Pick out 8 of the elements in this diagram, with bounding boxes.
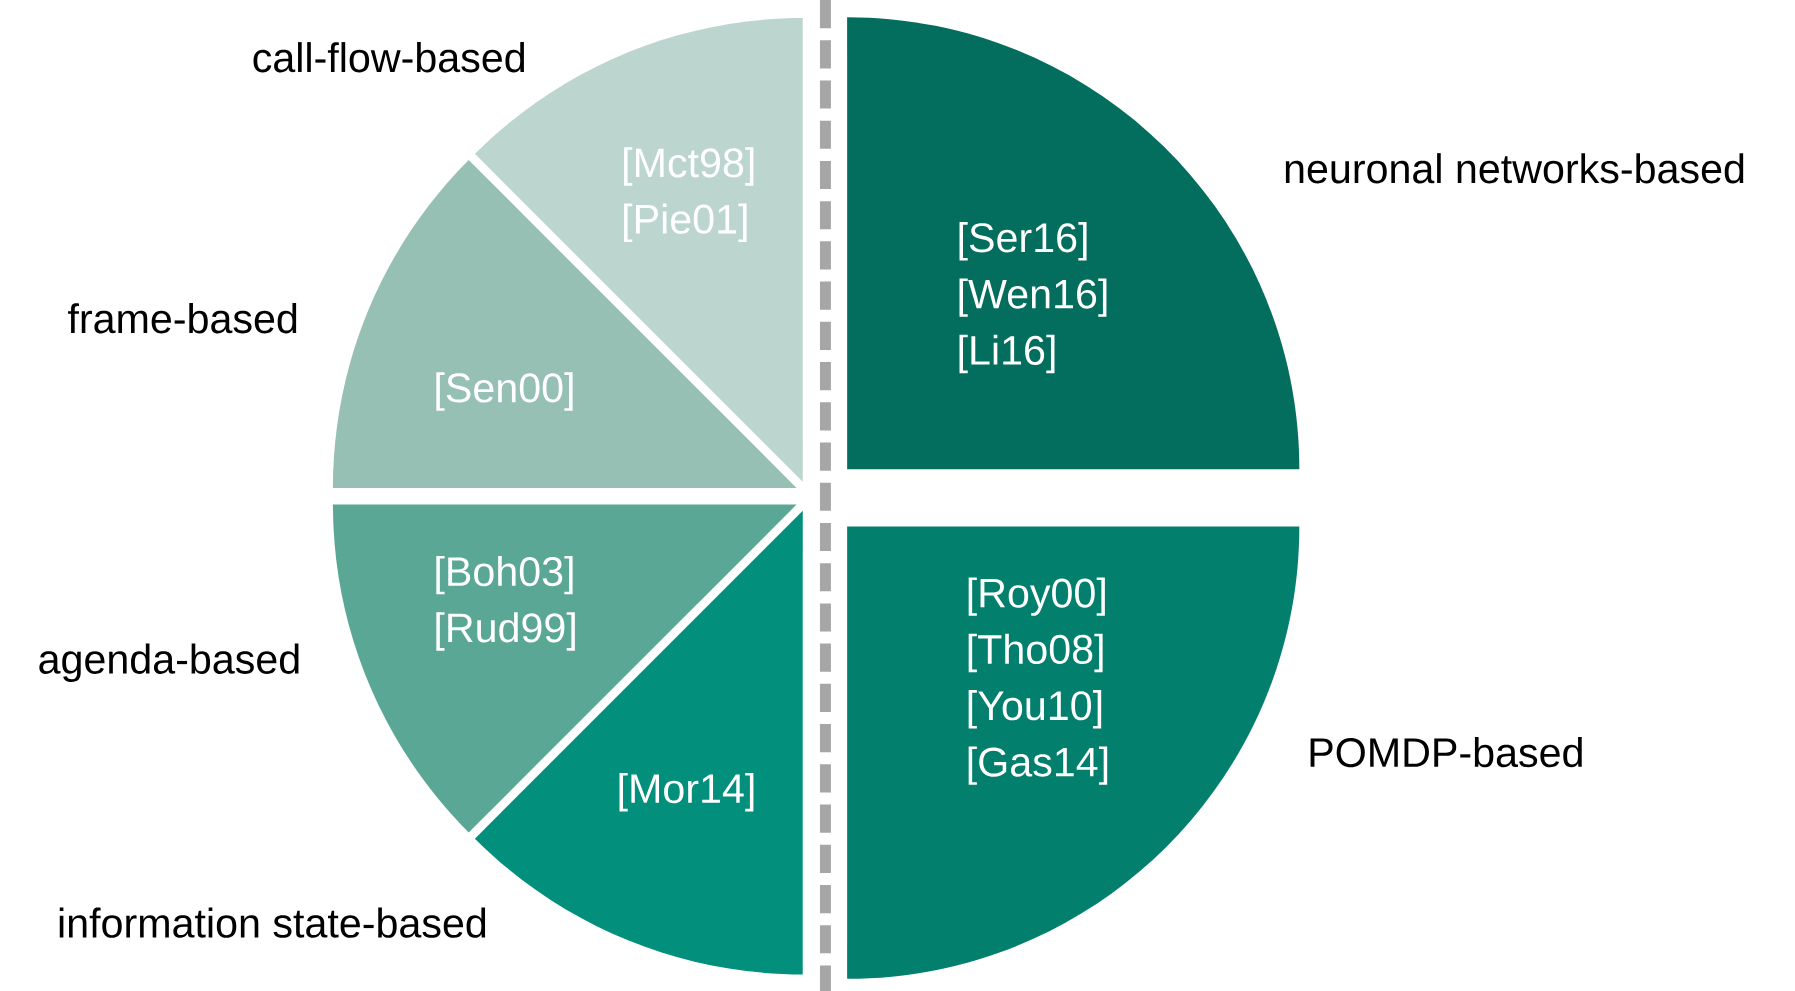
node-label: information state-based: [59, 907, 486, 938]
pie-slice: [Roy00] [Tho08] [You10] [Gas14] POMDP-based: [847, 526, 1582, 979]
node-label: frame-based: [68, 302, 297, 334]
node-label: neuronal networks-based: [1285, 152, 1744, 184]
node-label: POMDP-based: [1310, 736, 1582, 768]
pie-slice: [Ser16] [Wen16] [Li16] neuronal networks-based: [847, 16, 1744, 470]
node-label: agenda-based: [39, 643, 299, 682]
node-label: call-flow-based: [253, 41, 525, 73]
